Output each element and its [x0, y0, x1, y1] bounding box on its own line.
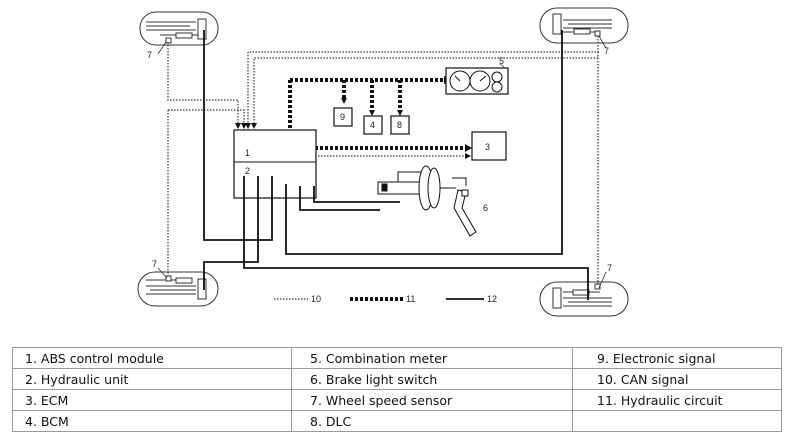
legend-cell: 2. Hydraulic unit — [12, 368, 292, 390]
sensor-signal-lines — [167, 36, 599, 284]
abs-control-module — [233, 129, 317, 199]
legend-cell: 11. Hydraulic circuit — [572, 389, 782, 411]
legend-cell — [572, 410, 782, 432]
callout-7-rr: 7 — [607, 263, 612, 273]
abs-system-diagram: 1 2 3 4 5 6 7 7 7 7 8 9 10 11 12 — [137, 7, 629, 317]
legend-row: 2. Hydraulic unit 6. Brake light switch … — [12, 368, 782, 390]
callout-9: 9 — [340, 112, 345, 122]
bcm-box — [363, 115, 383, 135]
legend-table: 1. ABS control module 5. Combination met… — [12, 347, 782, 432]
callout-7-fl: 7 — [147, 50, 152, 60]
callout-6: 6 — [483, 203, 488, 213]
electronic-signal-box — [333, 107, 353, 127]
legend-row: 3. ECM 7. Wheel speed sensor 11. Hydraul… — [12, 389, 782, 411]
wheel-speed-sensor-fr — [594, 30, 601, 37]
ecm-box — [471, 131, 507, 161]
brake-pedal — [452, 177, 477, 237]
legend-row: 1. ABS control module 5. Combination met… — [12, 347, 782, 369]
legend-cell: 3. ECM — [12, 389, 292, 411]
callout-7-rl: 7 — [152, 259, 157, 269]
can-signal-lines — [288, 78, 470, 150]
callout-1: 1 — [245, 148, 250, 158]
combination-meter — [445, 67, 509, 95]
callout-8: 8 — [397, 120, 402, 130]
wheel-speed-sensor-rl — [165, 275, 172, 282]
legend-cell: 7. Wheel speed sensor — [291, 389, 573, 411]
wheel-rear-left — [137, 271, 219, 307]
legend-cell: 9. Electronic signal — [572, 347, 782, 369]
callout-7-fr: 7 — [604, 46, 609, 56]
legend-cell: 6. Brake light switch — [291, 368, 573, 390]
callout-2: 2 — [245, 166, 250, 176]
legend-row: 4. BCM 8. DLC — [12, 410, 782, 432]
legend-cell: 8. DLC — [291, 410, 573, 432]
callout-3: 3 — [485, 142, 490, 152]
callout-12: 12 — [487, 294, 497, 304]
dlc-box — [390, 115, 410, 135]
legend-cell: 5. Combination meter — [291, 347, 573, 369]
callout-10: 10 — [311, 294, 321, 304]
brake-master-cylinder — [377, 171, 423, 195]
wheel-front-left — [139, 11, 219, 46]
wheel-front-right — [539, 7, 629, 44]
brake-light-switch — [461, 189, 469, 197]
wheel-rear-right — [539, 281, 629, 317]
legend-cell: 4. BCM — [12, 410, 292, 432]
brake-booster — [418, 165, 456, 211]
legend-cell: 10. CAN signal — [572, 368, 782, 390]
callout-4: 4 — [370, 120, 375, 130]
legend-cell: 1. ABS control module — [12, 347, 292, 369]
callout-5: 5 — [499, 56, 504, 66]
callout-11: 11 — [406, 294, 415, 304]
